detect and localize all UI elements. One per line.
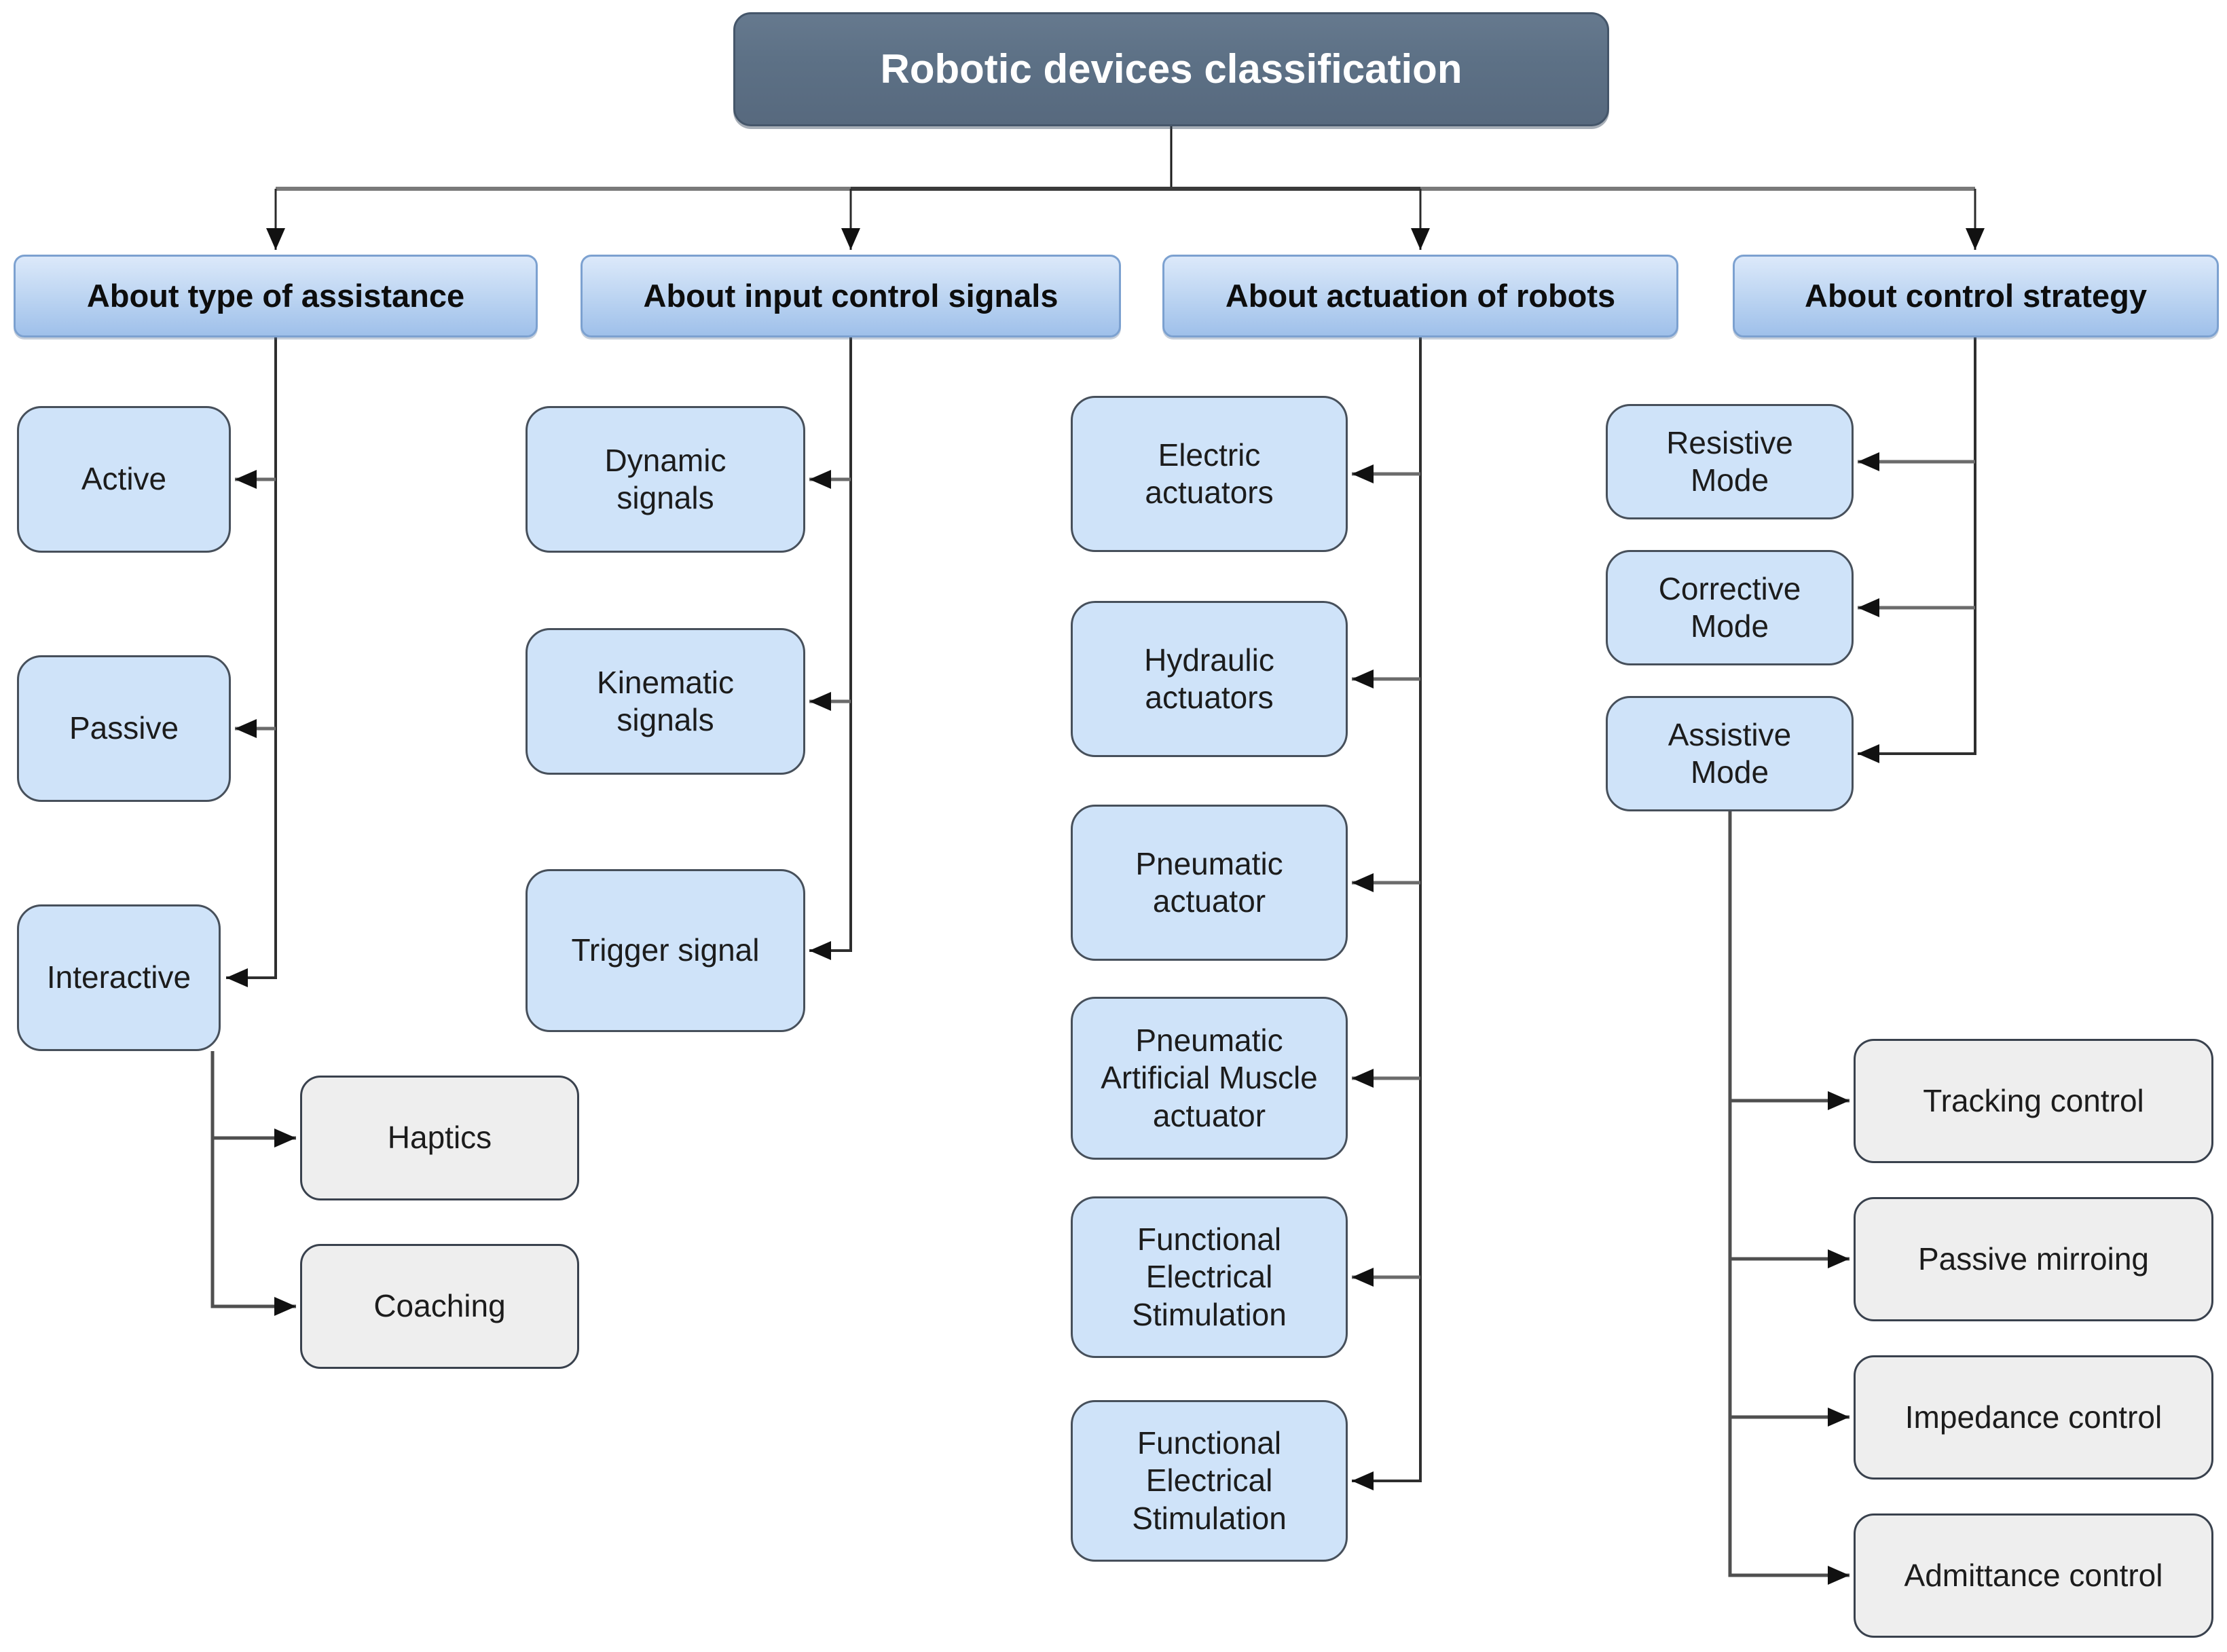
- node-functional-electrical-stimulation-1: Functional Electrical Stimulation: [1071, 1196, 1348, 1358]
- branch-header-actuation-of-robots: About actuation of robots: [1162, 255, 1678, 337]
- node-pneumatic-artificial-muscle-actuator: Pneumatic Artificial Muscle actuator: [1071, 997, 1348, 1160]
- node-interactive: Interactive: [17, 904, 221, 1051]
- node-functional-electrical-stimulation-2: Functional Electrical Stimulation: [1071, 1400, 1348, 1562]
- node-corrective-mode: Corrective Mode: [1606, 550, 1854, 665]
- node-coaching: Coaching: [300, 1244, 579, 1369]
- node-tracking-control: Tracking control: [1854, 1039, 2213, 1163]
- node-admittance-control: Admittance control: [1854, 1513, 2213, 1638]
- branch-header-type-of-assistance: About type of assistance: [14, 255, 538, 337]
- node-haptics: Haptics: [300, 1076, 579, 1200]
- node-passive: Passive: [17, 655, 231, 802]
- node-trigger-signal: Trigger signal: [526, 869, 805, 1032]
- node-passive-mirroing: Passive mirroing: [1854, 1197, 2213, 1321]
- node-dynamic-signals: Dynamic signals: [526, 406, 805, 553]
- node-active: Active: [17, 406, 231, 553]
- branch-header-control-strategy: About control strategy: [1733, 255, 2219, 337]
- branch-header-input-control-signals: About input control signals: [581, 255, 1121, 337]
- node-electric-actuators: Electric actuators: [1071, 396, 1348, 552]
- node-pneumatic-actuator: Pneumatic actuator: [1071, 805, 1348, 961]
- root-node: Robotic devices classification: [733, 12, 1609, 126]
- node-resistive-mode: Resistive Mode: [1606, 404, 1854, 519]
- node-impedance-control: Impedance control: [1854, 1355, 2213, 1480]
- node-hydraulic-actuators: Hydraulic actuators: [1071, 601, 1348, 757]
- node-assistive-mode: Assistive Mode: [1606, 696, 1854, 811]
- node-kinematic-signals: Kinematic signals: [526, 628, 805, 775]
